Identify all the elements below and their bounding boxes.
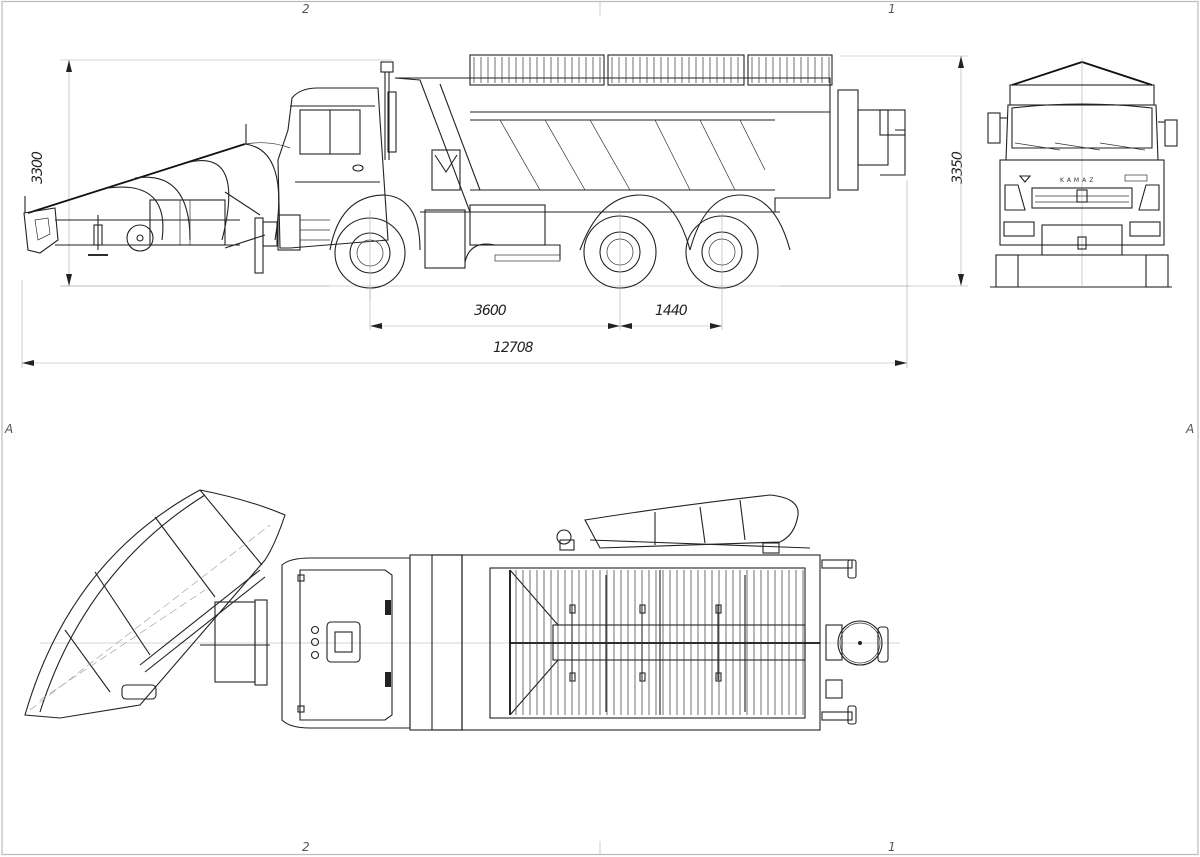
kamaz-grille-label: KAMAZ: [1060, 177, 1096, 184]
chassis-side: [420, 149, 780, 269]
front-plow-top: [24, 489, 286, 719]
spreader-disc-top: [821, 559, 889, 725]
zone-label-top-1: 1: [888, 2, 896, 16]
front-view: [987, 58, 1178, 288]
top-view: [24, 489, 900, 731]
dim-wheelbase-rear: 1440: [655, 303, 688, 319]
side-plow-top: [556, 494, 811, 554]
zone-label-top-2: 2: [302, 2, 310, 16]
cab-side: [277, 61, 421, 251]
chassis-section-top: [409, 554, 463, 731]
zone-label-bottom-2: 2: [302, 840, 310, 854]
side-view: [21, 54, 968, 368]
zone-label-left-a: A: [5, 422, 14, 436]
grate-slats-top: [515, 570, 804, 715]
zone-label-bottom-1: 1: [888, 840, 896, 854]
dim-overall-length: 12708: [493, 340, 534, 356]
rear-wheels-side: [369, 194, 791, 330]
dump-body-side: [394, 54, 833, 213]
rear-spreader-side: [837, 89, 906, 191]
dim-wheelbase-front: 3600: [474, 303, 507, 319]
front-plow-side: [23, 124, 291, 274]
zone-label-right-a: A: [1186, 422, 1195, 436]
grate-slats-side: [473, 57, 830, 83]
